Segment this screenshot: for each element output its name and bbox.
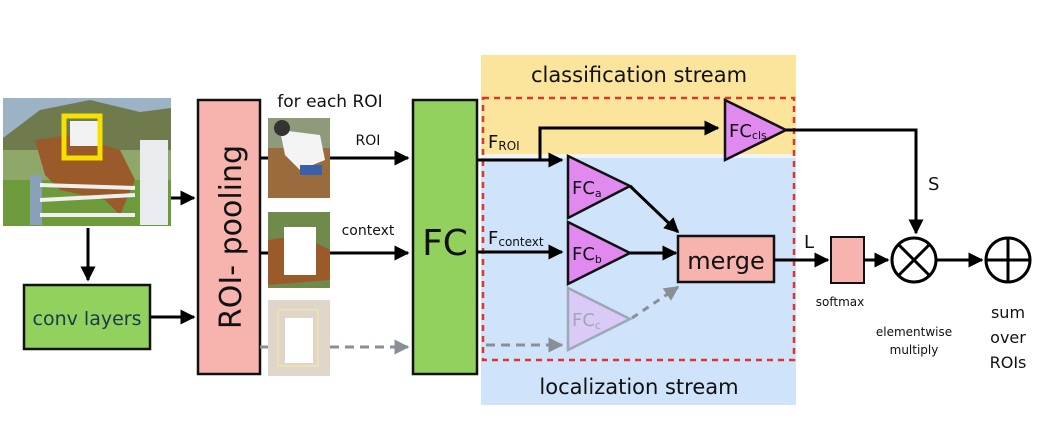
roi-pooling-box [196, 98, 262, 376]
l-label: L [804, 232, 814, 253]
svg-text:FCc: FCc [572, 310, 601, 332]
multiply-label-1: elementwise [876, 325, 952, 339]
roi-pooling-label: ROI- pooling [214, 145, 249, 329]
softmax-label: softmax [816, 295, 864, 309]
fc-b-head: FCb [566, 219, 633, 287]
fc-label: FC [422, 223, 468, 264]
input-image [3, 98, 171, 226]
dashed-region-box [481, 96, 796, 362]
context-arrow-label: context [342, 223, 395, 239]
fc-c-head: FCc [566, 285, 633, 353]
faded-crop-image [268, 300, 330, 376]
roi-highlight-box [61, 113, 103, 161]
roi-arrow-label: ROI [356, 133, 381, 149]
merge-label: merge [687, 247, 765, 275]
conv-layers-box [22, 283, 152, 351]
svg-text:FCa: FCa [572, 178, 602, 200]
fc-cls-head: FCcls [723, 97, 789, 163]
s-label: S [928, 174, 939, 195]
conv-layers-label: conv layers [33, 308, 142, 330]
multiply-operator [890, 236, 938, 284]
multiply-label-2: multiply [890, 343, 939, 357]
merge-box [676, 234, 776, 284]
fc-a-head: FCa [566, 154, 633, 221]
roi-crop-image [268, 118, 330, 198]
localization-stream-label: localization stream [539, 375, 738, 399]
sum-label-2: over [990, 328, 1026, 347]
f-roi-label: FROI [488, 132, 520, 153]
sum-operator [984, 236, 1032, 284]
sum-label-1: sum [991, 303, 1025, 322]
classification-stream-label: classification stream [531, 63, 747, 87]
f-context-label: Fcontext [488, 228, 544, 249]
svg-text:FCcls: FCcls [729, 121, 767, 142]
softmax-box [830, 236, 865, 284]
context-crop-image [268, 212, 330, 288]
for-each-roi-label: for each ROI [277, 92, 382, 112]
sum-label-3: ROIs [990, 353, 1027, 372]
fc-box [411, 98, 479, 376]
svg-text:FCb: FCb [572, 244, 602, 266]
